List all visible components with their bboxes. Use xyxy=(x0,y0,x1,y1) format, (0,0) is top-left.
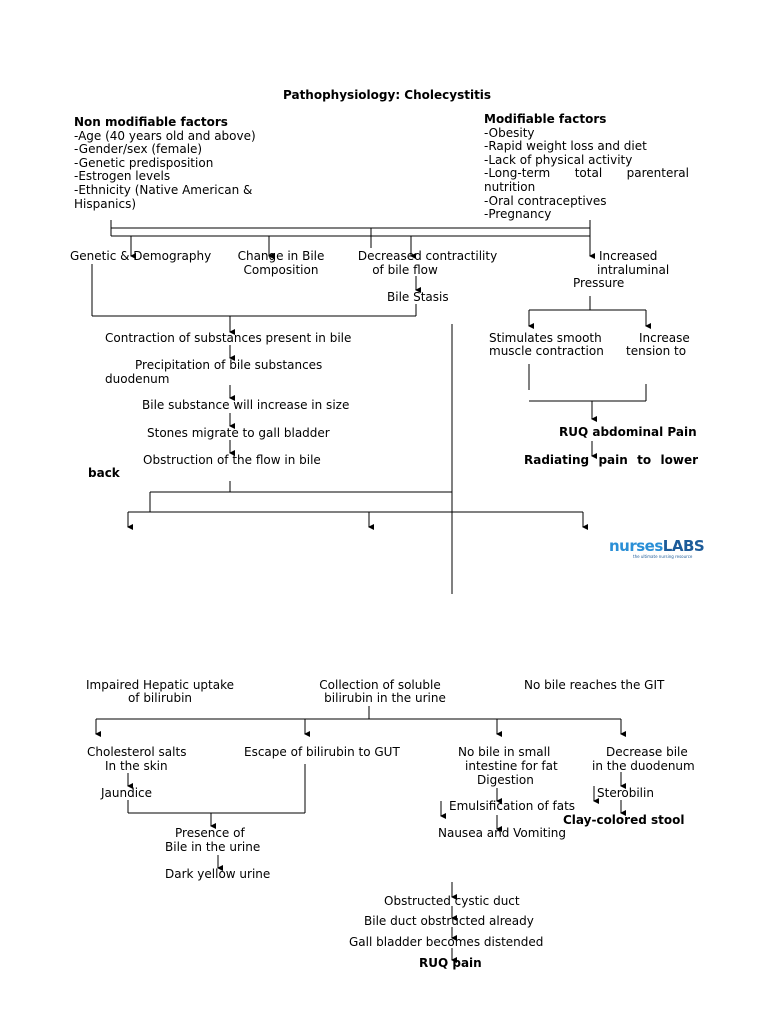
increase-size: Bile substance will increase in size xyxy=(142,398,350,412)
logo-tagline: the ultimate nursing resource xyxy=(633,554,693,559)
presence-line2: Bile in the urine xyxy=(165,840,261,854)
nurseslabs-logo: nursesLABS the ultimate nursing resource xyxy=(609,537,705,562)
factor-item: -Oral contraceptives xyxy=(484,193,607,208)
collection-line2: bilirubin in the urine xyxy=(324,691,446,705)
tension-line2: tension to xyxy=(626,344,687,358)
factor-item: -Estrogen levels xyxy=(74,169,171,184)
radiating-pain: Radiating pain to lower xyxy=(524,453,698,467)
non-modifiable-factors: Non modifiable factors -Age (40 years ol… xyxy=(74,115,256,211)
logo-word-1: nurses xyxy=(609,537,663,555)
gall-bladder-distended: Gall bladder becomes distended xyxy=(349,935,544,949)
decreased-contractility-line1: Decreased contractility xyxy=(357,249,498,263)
bile-composition-line1: Change in Bile xyxy=(237,249,325,263)
back-text: back xyxy=(88,466,120,480)
factor-item: nutrition xyxy=(484,179,536,194)
clay-colored-stool: Clay-colored stool xyxy=(563,813,685,827)
cholesterol-line1: Cholesterol salts xyxy=(87,745,187,759)
cholesterol-line2: In the skin xyxy=(105,759,168,773)
obstruction-flow: Obstruction of the flow in bile xyxy=(143,453,321,467)
decreased-contractility-line2: of bile flow xyxy=(372,263,438,277)
genetic-demography: Genetic & Demography xyxy=(70,249,212,263)
modifiable-heading: Modifiable factors xyxy=(484,112,607,126)
no-bile-small-line2: intestine for fat xyxy=(465,759,558,773)
ruq-pain: RUQ pain xyxy=(419,956,482,970)
bile-duct-obstructed: Bile duct obstructed already xyxy=(364,914,534,928)
impaired-uptake-line1: Impaired Hepatic uptake xyxy=(85,678,235,692)
stones-migrate: Stones migrate to gall bladder xyxy=(147,426,330,440)
modifiable-factors: Modifiable factors -Obesity -Rapid weigh… xyxy=(484,112,689,222)
factor-item: -Age (40 years old and above) xyxy=(74,128,256,143)
bile-stasis: Bile Stasis xyxy=(387,290,449,304)
increased-pressure-line3: Pressure xyxy=(573,276,625,290)
no-bile-git: No bile reaches the GIT xyxy=(524,678,665,692)
factor-item: -Lack of physical activity xyxy=(484,152,633,167)
emulsification: Emulsification of fats xyxy=(449,799,576,813)
decrease-bile-line1: Decrease bile xyxy=(606,745,688,759)
decrease-bile-line2: in the duodenum xyxy=(592,759,695,773)
factor-item: Hispanics) xyxy=(74,196,137,211)
factor-item: -Ethnicity (Native American & xyxy=(74,182,253,197)
obstructed-cystic-duct: Obstructed cystic duct xyxy=(384,894,520,908)
jaundice: Jaundice xyxy=(101,786,153,800)
tension-line1: Increase xyxy=(639,331,690,345)
nausea-vomiting: Nausea and Vomiting xyxy=(438,826,567,840)
factor-item: -Pregnancy xyxy=(484,207,552,222)
logo-word-2: LABS xyxy=(662,537,705,555)
precipitation-bile: Precipitation of bile substances xyxy=(135,358,323,372)
escape-bilirubin: Escape of bilirubin to GUT xyxy=(244,745,400,759)
contraction-substances: Contraction of substances present in bil… xyxy=(105,331,352,345)
no-bile-small-line3: Digestion xyxy=(477,773,534,787)
factor-item: -Obesity xyxy=(484,125,535,140)
increased-pressure-line1: Increased xyxy=(599,249,658,263)
no-bile-small-line1: No bile in small xyxy=(458,745,551,759)
factor-item: -Gender/sex (female) xyxy=(74,142,203,157)
factor-item: -Genetic predisposition xyxy=(74,155,214,170)
non-modifiable-heading: Non modifiable factors xyxy=(74,115,228,129)
factor-item: -Long-term total parenteral xyxy=(484,166,689,181)
collection-line1: Collection of soluble xyxy=(319,678,441,692)
bile-composition-line2: Composition xyxy=(243,263,319,277)
increased-pressure-line2: intraluminal xyxy=(597,263,670,277)
factor-item: -Rapid weight loss and diet xyxy=(484,139,647,154)
sterobilin: Sterobilin xyxy=(597,786,654,800)
duodenum-text: duodenum xyxy=(105,372,170,386)
presence-line1: Presence of xyxy=(175,826,245,840)
stimulates-line1: Stimulates smooth xyxy=(489,331,602,345)
page-title: Pathophysiology: Cholecystitis xyxy=(283,88,492,102)
stimulates-line2: muscle contraction xyxy=(489,344,604,358)
impaired-uptake-line2: of bilirubin xyxy=(127,691,193,705)
ruq-abdominal-pain: RUQ abdominal Pain xyxy=(559,425,697,439)
dark-yellow-urine: Dark yellow urine xyxy=(165,867,271,881)
